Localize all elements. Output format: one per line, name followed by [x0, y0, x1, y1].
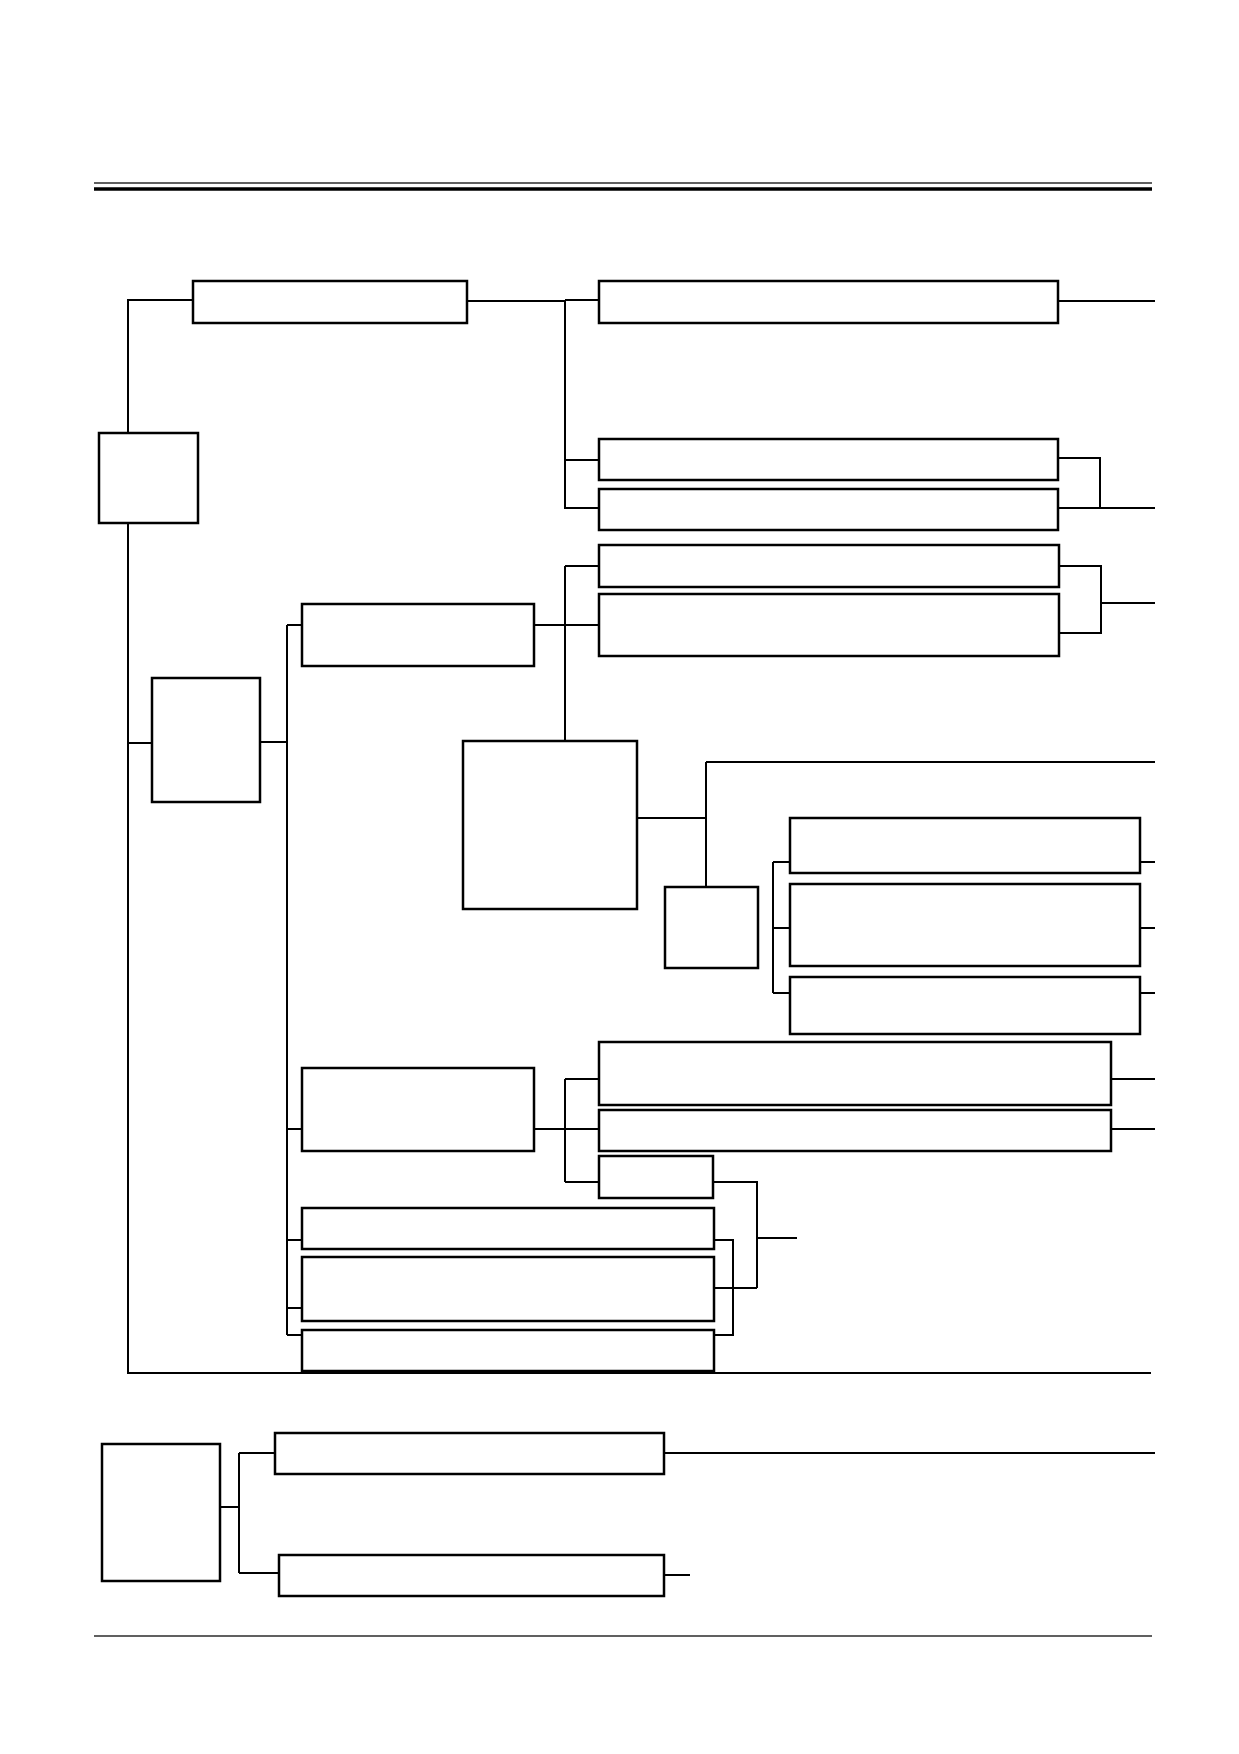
lower-root-box — [100, 1442, 222, 1583]
bottom-box-1 — [300, 1206, 716, 1251]
bottom-box-2 — [300, 1255, 716, 1323]
sub-b-leaf-box-3 — [597, 1154, 715, 1200]
root-box — [97, 431, 200, 525]
lower-tree — [100, 1431, 1155, 1598]
top-leaf-box-3 — [597, 487, 1060, 532]
bottom-box-3 — [300, 1328, 716, 1373]
middle-branch-trunk — [260, 624, 302, 1336]
small-leaf-box-2 — [788, 882, 1142, 968]
small-branch-box — [663, 885, 760, 970]
center-box — [461, 739, 639, 911]
middle-branch-box — [150, 676, 262, 804]
sub-a-leaf-box-1 — [597, 543, 1061, 589]
top-leaf-box-1 — [597, 279, 1060, 325]
bottom-boxes-bracket — [713, 1181, 797, 1336]
small-branch-connector — [772, 861, 790, 994]
lower-root-connector — [220, 1452, 279, 1574]
small-leaves-exit — [1140, 861, 1155, 994]
top-leaf-box-2 — [597, 437, 1060, 482]
header-rule — [94, 182, 1152, 191]
sub-branch-b-connector — [534, 1078, 599, 1183]
top-branch-connector — [467, 299, 599, 509]
root-trunk-connector — [127, 299, 1151, 1374]
center-box-connector — [637, 761, 1155, 887]
lower-leaf-box-1 — [273, 1431, 666, 1476]
sub-branch-a-box — [300, 602, 536, 668]
sub-branch-b-box — [300, 1066, 536, 1153]
sub-b-leaves-exit — [1111, 1078, 1155, 1130]
upper-tree — [97, 279, 1155, 1374]
top-branch-box — [191, 279, 469, 325]
sub-a-leaf-bracket — [1059, 565, 1155, 634]
sub-a-leaf-box-2 — [597, 592, 1061, 658]
sub-b-leaf-box-1 — [597, 1040, 1113, 1107]
sub-b-leaf-box-2 — [597, 1108, 1113, 1153]
lower-leaves-exit — [664, 1452, 1155, 1576]
top-leaf-2-3-bracket — [1058, 457, 1155, 509]
lower-leaf-box-2 — [277, 1553, 666, 1598]
sub-branch-a-connector — [534, 565, 599, 740]
small-leaf-box-1 — [788, 816, 1142, 875]
small-leaf-box-3 — [788, 975, 1142, 1036]
